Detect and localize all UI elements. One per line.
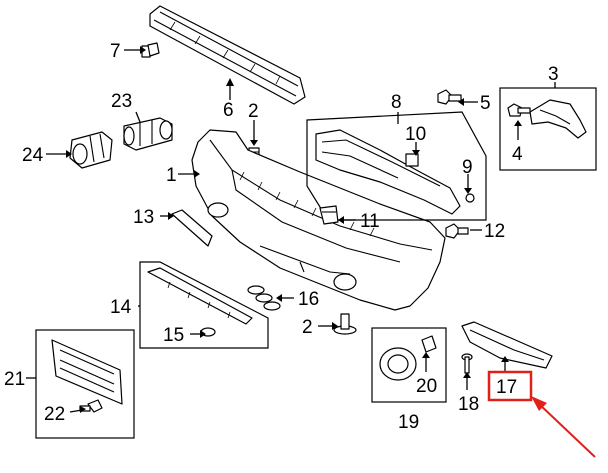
- leader-lines: [26, 46, 556, 413]
- bezel-19-group: [371, 327, 447, 403]
- highlight-arrow: [531, 396, 596, 458]
- callout-13: 13: [133, 207, 154, 228]
- bumper-cover-drawing: [191, 129, 446, 311]
- callout-4: 4: [512, 144, 523, 165]
- callout-14: 14: [110, 297, 132, 318]
- callout-2-upper: 2: [248, 101, 259, 122]
- grille-14-group: [139, 261, 269, 349]
- callout-16: 16: [298, 289, 319, 310]
- clips-16-drawing: [247, 285, 281, 311]
- callout-21: 21: [4, 369, 25, 390]
- callout-10: 10: [405, 124, 426, 145]
- callout-9: 9: [462, 157, 473, 178]
- stud-2-lower-drawing: [333, 313, 357, 335]
- bolt-12-drawing: [445, 223, 469, 239]
- callout-2-lower: 2: [302, 317, 313, 338]
- callout-12: 12: [484, 221, 505, 242]
- callout-20: 20: [416, 376, 437, 397]
- reinforcement-bar-drawing: [149, 5, 306, 105]
- sensor-bracket-drawing: [69, 131, 113, 169]
- park-sensor-drawing: [123, 117, 173, 151]
- callout-23: 23: [111, 91, 132, 112]
- callout-5: 5: [480, 93, 491, 114]
- callout-19: 19: [398, 412, 419, 433]
- callout-17: 17: [496, 377, 517, 398]
- callout-3: 3: [548, 64, 559, 85]
- callout-8: 8: [391, 92, 402, 113]
- callout-11: 11: [360, 211, 380, 232]
- bolt-7-drawing: [141, 42, 160, 58]
- bracket-3-group: [499, 87, 597, 171]
- plate-21-group: [35, 329, 135, 439]
- bracket-8-group: [306, 111, 487, 221]
- trim-13-drawing: [171, 209, 213, 247]
- callout-22: 22: [44, 404, 65, 425]
- callout-1: 1: [166, 165, 177, 186]
- callout-6: 6: [223, 100, 234, 121]
- screw-18-drawing: [461, 353, 473, 374]
- callout-7: 7: [110, 41, 121, 62]
- bolt-5-drawing: [437, 89, 462, 105]
- clip-11-drawing: [319, 205, 339, 225]
- lip-17-drawing: [461, 321, 553, 369]
- callout-15: 15: [163, 325, 184, 346]
- callout-24: 24: [22, 145, 44, 166]
- callout-18: 18: [458, 394, 479, 415]
- highlight-box-17: [487, 370, 533, 402]
